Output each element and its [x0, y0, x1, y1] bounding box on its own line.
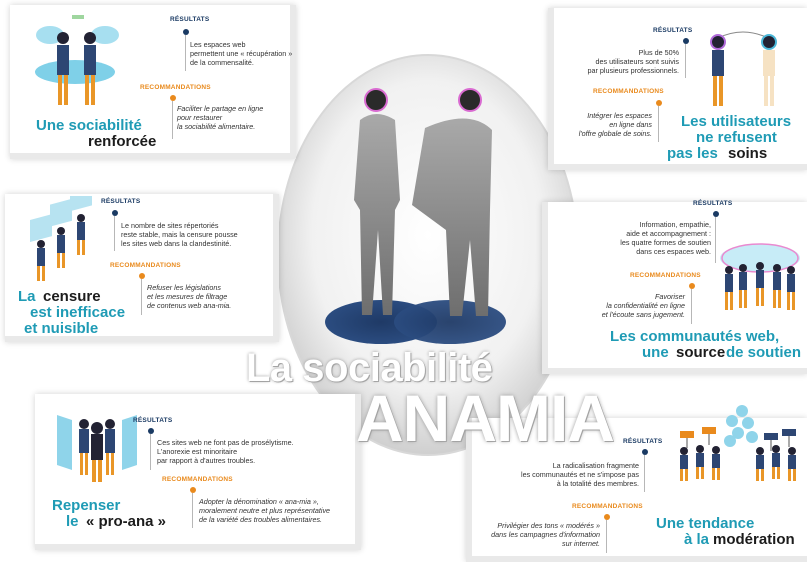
- panel5-title-a: Les communautés web,: [610, 328, 780, 345]
- panel4-title-b: ne refusent: [696, 129, 777, 146]
- panel2-title-b: censure: [43, 288, 101, 305]
- panel4-illustration: [710, 31, 777, 106]
- panel5-recommendations-dot: [689, 283, 695, 289]
- panel5-title-d: de soutien: [726, 344, 802, 361]
- panel2-title-a: La: [18, 288, 36, 305]
- panel6-illustration: [680, 405, 796, 481]
- panel6-title-b: à la: [684, 531, 710, 548]
- panel6-recommendations-label: RECOMMANDATIONS: [572, 503, 643, 510]
- panel1-recommendations-dot: [170, 95, 176, 101]
- panel1-results-dot: [183, 29, 189, 35]
- panel6-title-a: Une tendance: [656, 515, 755, 532]
- panel3-title-a: Repenser: [52, 497, 121, 514]
- panel2-recommendations-text: Refuser les législations et les mesures …: [147, 283, 232, 310]
- panel4-title-d: soins: [728, 145, 768, 162]
- panel6-results-label: RÉSULTATS: [623, 438, 663, 445]
- panel2-illustration: [30, 196, 92, 281]
- panel4-results-dot: [683, 38, 689, 44]
- panel6-results-dot: [642, 449, 648, 455]
- panel3-illustration: [57, 415, 137, 482]
- panel6-title-c: modération: [713, 531, 795, 548]
- panel2-title-d: et nuisible: [24, 320, 99, 337]
- panel6-recommendations-text: Privilégier des tons « modérés » dans le…: [491, 521, 600, 548]
- panel4-results-label: RÉSULTATS: [653, 27, 693, 34]
- panel1-results-label: RÉSULTATS: [170, 16, 210, 23]
- panel3-recommendations-dot: [190, 487, 196, 493]
- panel4-recommendations-label: RECOMMANDATIONS: [593, 88, 664, 95]
- panel4-results-text: Plus de 50% des utilisateurs sont suivis…: [587, 48, 680, 75]
- panel1-illustration: [35, 15, 119, 105]
- panel2-results-dot: [112, 210, 118, 216]
- panel5-results-text: Information, empathie, aide et accompagn…: [620, 220, 711, 256]
- panel6-recommendations-dot: [604, 514, 610, 520]
- panel5-results-dot: [713, 211, 719, 217]
- main-title-line2: ANAMIA: [356, 381, 615, 455]
- panel2-results-label: RÉSULTATS: [101, 198, 141, 205]
- panel3-title-c: « pro-ana »: [86, 513, 167, 530]
- panel2-title-c: est inefficace: [30, 304, 126, 321]
- panel3-results-label: RÉSULTATS: [133, 417, 173, 424]
- panel5-recommendations-text: Favoriser la confidentialité en ligne et…: [601, 292, 685, 319]
- panel3-recommendations-text: Adopter la dénomination « ana-mia », mor…: [199, 497, 331, 524]
- panel-pro-ana: [35, 394, 361, 550]
- panel3-recommendations-label: RECOMMANDATIONS: [162, 476, 233, 483]
- panel4-recommendations-text: Intégrer les espaces en ligne dans l'off…: [578, 111, 652, 138]
- panel4-title-a: Les utilisateurs: [681, 113, 792, 130]
- figure-left: [354, 88, 400, 315]
- panel1-recommendations-text: Faciliter le partage en ligne pour resta…: [177, 104, 264, 131]
- panel1-title-b: renforcée: [88, 133, 157, 150]
- panel4-recommendations-dot: [656, 100, 662, 106]
- panel-soins: [548, 8, 807, 170]
- panel3-title-b: le: [66, 513, 79, 530]
- figure-right: [412, 88, 492, 316]
- panel3-results-text: Ces sites web ne font pas de prosélytism…: [157, 438, 294, 465]
- panel6-results-text: La radicalisation fragmente les communau…: [520, 461, 639, 488]
- panel1-title-a: Une sociabilité: [36, 117, 142, 134]
- panel2-recommendations-label: RECOMMANDATIONS: [110, 262, 181, 269]
- panel5-results-label: RÉSULTATS: [693, 200, 733, 207]
- main-title-line1: La sociabilité: [246, 346, 493, 390]
- panel5-illustration: [720, 243, 800, 310]
- panel1-recommendations-label: RECOMMANDATIONS: [140, 84, 211, 91]
- panel5-title-c: source: [676, 344, 726, 361]
- panel1-results-text: Les espaces web permettent une « récupér…: [190, 40, 293, 67]
- panel3-results-dot: [148, 428, 154, 434]
- panel5-title-b: une: [642, 344, 669, 361]
- panel4-title-c: pas les: [667, 145, 718, 162]
- panel2-recommendations-dot: [139, 273, 145, 279]
- panel2-results-text: Le nombre de sites répertoriés reste sta…: [121, 221, 238, 248]
- panel5-recommendations-label: RECOMMANDATIONS: [630, 272, 701, 279]
